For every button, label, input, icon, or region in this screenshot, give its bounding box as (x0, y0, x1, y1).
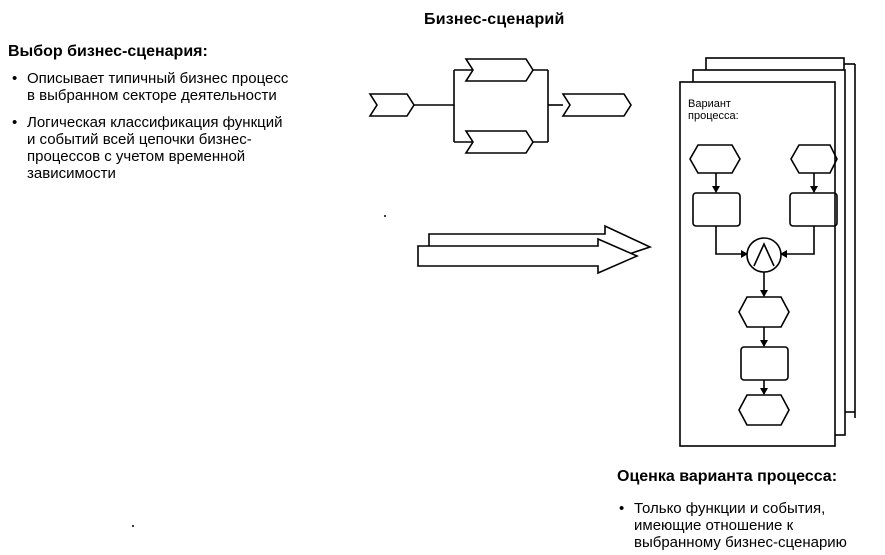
variant-evaluation-list: Только функции и события, имеющие отноше… (619, 500, 881, 551)
diagram-title: Бизнес-сценарий (424, 11, 565, 28)
speck (384, 215, 386, 217)
bullet-line: Только функции и события, (634, 500, 826, 517)
value-chain-flow (368, 58, 632, 154)
event-shape-bottom (738, 394, 790, 426)
bullet-line: и событий всей цепочки бизнес- (27, 131, 252, 148)
scenario-selection-list: Описывает типичный бизнес процесс в выбр… (10, 70, 330, 192)
arrowhead (760, 340, 768, 347)
arrowhead (712, 186, 720, 193)
bullet-line: Логическая классификация функций (27, 114, 283, 131)
event-shape-right (790, 144, 838, 174)
page-front (679, 81, 836, 447)
list-item: Описывает типичный бизнес процесс в выбр… (10, 70, 330, 104)
inner-flowchart (689, 144, 838, 426)
event-shape-middle (738, 296, 790, 328)
arrowhead (741, 250, 748, 258)
bullet-line: Описывает типичный бизнес процесс (27, 70, 289, 87)
bullet-line: зависимости (27, 165, 116, 182)
list-item: Только функции и события, имеющие отноше… (619, 500, 881, 551)
arrowhead (780, 250, 787, 258)
process-variant-label: Вариант процесса: (688, 98, 739, 122)
chain-output-shape (561, 93, 632, 117)
label-line: процесса: (688, 110, 739, 122)
arrowhead (760, 290, 768, 297)
chain-input-shape (368, 93, 415, 117)
label-line: Вариант (688, 98, 731, 110)
process-variant-pages (679, 57, 856, 447)
bullet-line: в выбранном секторе деятельности (27, 87, 277, 104)
bullet-line: выбранному бизнес-сценарию (634, 534, 847, 551)
bullet-line: процессов с учетом временной (27, 148, 246, 165)
event-shape-left (689, 144, 741, 174)
list-item: Логическая классификация функций и событ… (10, 114, 330, 182)
variant-evaluation-heading: Оценка варианта процесса: (617, 468, 838, 485)
bullet-line: имеющие отношение к (634, 517, 794, 534)
big-arrow-icon (417, 224, 653, 275)
arrowhead (760, 388, 768, 395)
speck (132, 525, 134, 527)
scenario-selection-heading: Выбор бизнес-сценария: (8, 43, 208, 60)
chain-bottom-shape (464, 130, 534, 154)
chain-top-shape (464, 58, 534, 82)
arrowhead (810, 186, 818, 193)
